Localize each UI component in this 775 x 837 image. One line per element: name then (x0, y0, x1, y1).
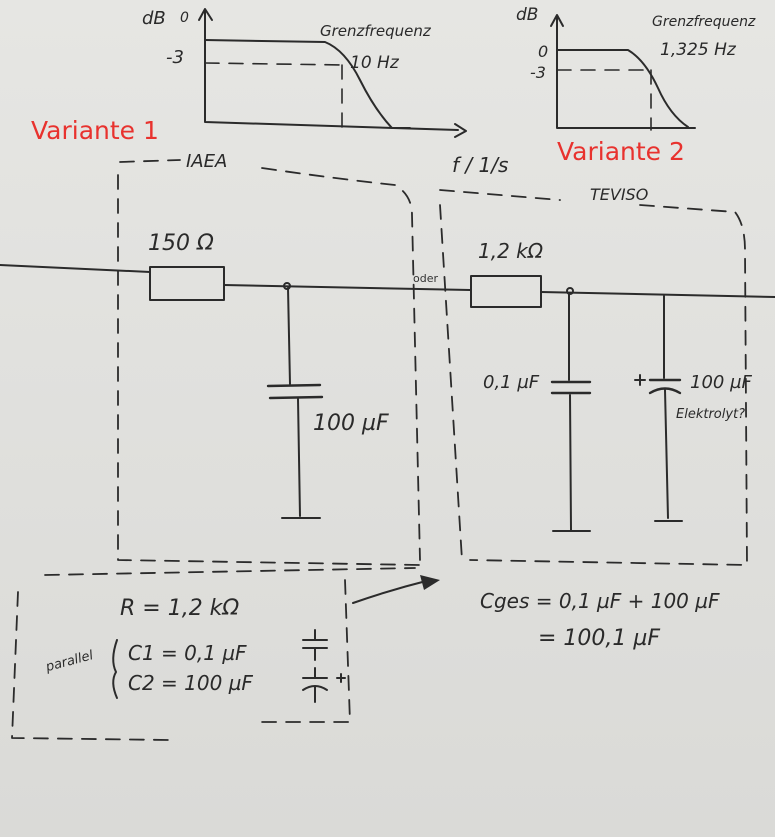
box2-cap2-lead-bottom (664, 389, 669, 519)
graph2-y-unit: dB (516, 5, 538, 25)
box1-resistor-label: 150 Ω (148, 231, 214, 256)
arrow-to-cges (352, 579, 431, 604)
box1-cap-lead-top (287, 287, 291, 385)
graph2: dB 0 -3 Grenzfrequenz 1,325 Hz (516, 5, 756, 131)
box2-border-right-bottom (469, 204, 748, 566)
notes-cap1-symbol (302, 629, 328, 661)
box1-border-right (261, 167, 421, 561)
graph2-y-minus3: -3 (530, 63, 546, 82)
box1-capacitor-label: 100 µF (313, 411, 389, 436)
box2-cap2-plus-sign (634, 374, 646, 386)
notes-parallel: parallel (43, 648, 95, 675)
graph1-y-zero: 0 (180, 10, 189, 26)
graph1-x-arrow (454, 123, 467, 138)
box2-resistor-label: 1,2 kΩ (478, 239, 544, 263)
box2-teviso: TEVISO 1,2 kΩ 0,1 µF 100 µF Elektrolyt? (439, 185, 775, 566)
notes-brace (112, 639, 118, 699)
box2-border-top-left (439, 189, 561, 201)
box2-border-left (439, 204, 463, 561)
graph1-y-arrow (198, 8, 213, 21)
box1-border-top-left (119, 159, 181, 163)
box2-cap2-plate-curved (648, 387, 682, 395)
graph1-minus3-line (204, 62, 346, 66)
notes-r: R = 1,2 kΩ (120, 596, 239, 621)
box1-iaea: IAEA 150 Ω 100 µF (0, 151, 471, 566)
arrow-head (420, 575, 440, 590)
notes-cges-line2: = 100,1 µF (538, 626, 660, 651)
notes-cges-line1: Cges = 0,1 µF + 100 µF (480, 589, 720, 613)
box1-wire-in (0, 264, 151, 273)
graph1: dB 0 -3 Grenzfrequenz 10 Hz f / 1/s (142, 8, 508, 177)
box2-capacitor2-label: 100 µF (690, 372, 753, 393)
notes-border-top (44, 567, 416, 576)
box1-wire-out (223, 284, 471, 291)
variant1-label: Variante 1 (31, 116, 159, 145)
box1-border-left-bottom (117, 174, 421, 566)
box2-tag: TEVISO (590, 185, 648, 204)
graph1-cutoff-value: 10 Hz (350, 53, 400, 73)
box2-wire-out (540, 291, 775, 298)
box2-capacitor2-note: Elektrolyt? (676, 407, 745, 422)
graph2-y-arrow (550, 14, 564, 27)
notes-cap2-symbol (302, 667, 346, 703)
graph2-axes (556, 15, 696, 129)
graph1-curve (204, 39, 411, 129)
notes-c1: C1 = 0,1 µF (128, 641, 247, 665)
notes-border-right (254, 579, 351, 723)
graph1-axes (204, 9, 459, 131)
box1-resistor (149, 266, 225, 301)
oder-label: oder (413, 272, 438, 285)
box2-resistor (470, 275, 542, 308)
graph2-cutoff-title: Grenzfrequenz (652, 14, 756, 30)
graph1-cutoff-title: Grenzfrequenz (320, 22, 432, 40)
graph1-x-unit: f / 1/s (452, 153, 508, 177)
box1-cap-plate-top (266, 383, 322, 388)
graph1-y-unit: dB (142, 8, 166, 29)
box1-node (283, 282, 291, 290)
box1-cap-plate-bottom (268, 395, 324, 400)
box2-cap1-lead-bottom (569, 394, 572, 531)
graph2-y-zero: 0 (538, 42, 548, 61)
notes-box: R = 1,2 kΩ parallel C1 = 0,1 µF C2 = 100… (11, 567, 720, 741)
graph1-y-minus3: -3 (166, 47, 184, 68)
box2-node (566, 287, 574, 295)
box2-capacitor1-label: 0,1 µF (483, 372, 540, 393)
box1-tag: IAEA (186, 151, 227, 172)
variant2-label: Variante 2 (557, 137, 685, 166)
graph2-curve (556, 49, 689, 128)
graph2-cutoff-value: 1,325 Hz (660, 40, 737, 60)
notes-border-left-bottom (11, 591, 171, 741)
box1-cap-lead-bottom (297, 398, 301, 517)
notes-c2: C2 = 100 µF (128, 671, 253, 695)
